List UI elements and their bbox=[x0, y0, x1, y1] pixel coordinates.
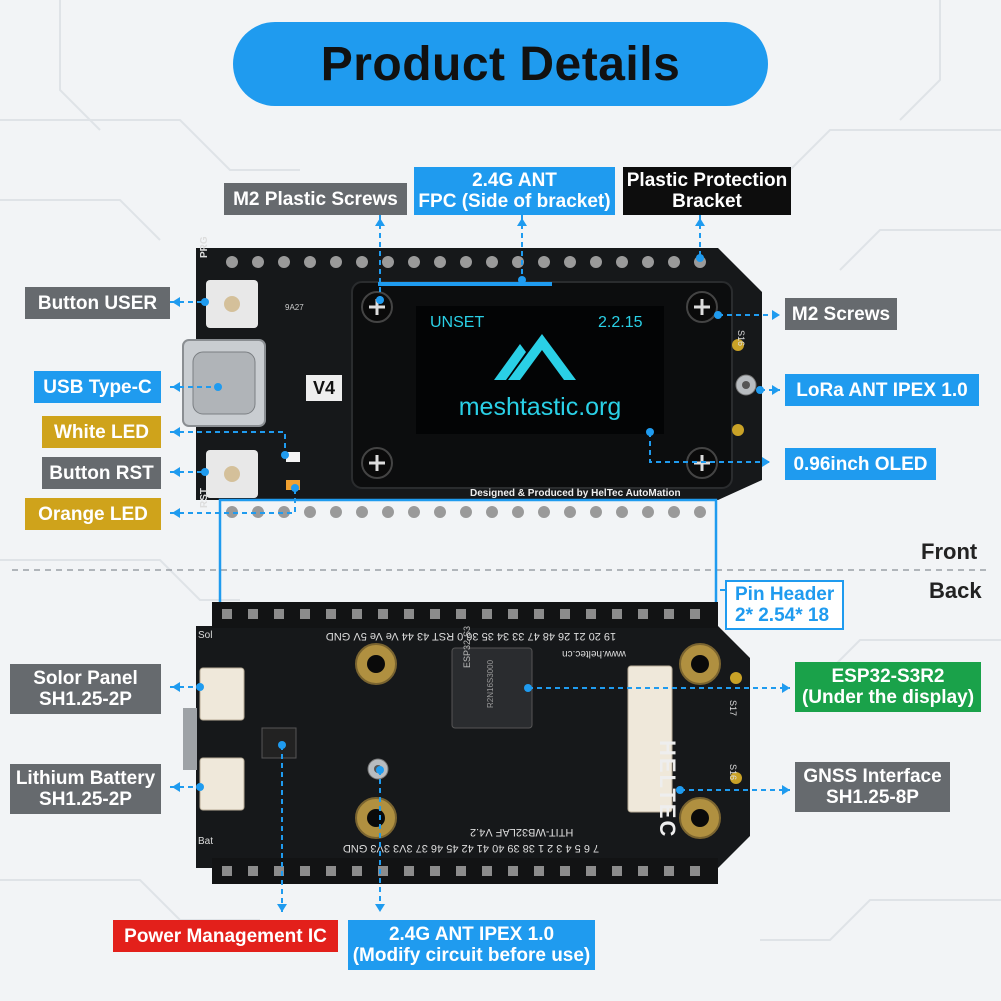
label-line: ESP32-S3R2 bbox=[831, 666, 945, 687]
oled-status: UNSET bbox=[430, 314, 485, 331]
label-line: 2.4G ANT bbox=[472, 170, 557, 191]
label-line: SH1.25-2P bbox=[39, 689, 132, 710]
label-line: GNSS Interface bbox=[803, 766, 942, 787]
chip-marking-2: R2N16S3000 bbox=[486, 659, 495, 708]
silk-s16-back: S16 bbox=[728, 764, 738, 781]
label-line: Solor Panel bbox=[33, 668, 138, 689]
silk-s17: S17 bbox=[728, 700, 738, 717]
label-m2-screws: M2 Screws bbox=[785, 298, 897, 330]
label-pin-header: Pin Header 2* 2.54* 18 bbox=[725, 580, 844, 630]
label-text: Button USER bbox=[37, 292, 158, 314]
label-line: 2.4G ANT IPEX 1.0 bbox=[388, 924, 555, 945]
label-plastic-bracket: Plastic Protection Bracket bbox=[623, 167, 791, 215]
front-top-pins bbox=[226, 256, 706, 268]
silk-bottom-pins: 7 6 5 4 3 2 1 38 39 40 41 42 45 46 37 3V… bbox=[342, 842, 600, 854]
page-title: Product Details bbox=[233, 22, 768, 106]
solar-connector bbox=[199, 667, 245, 721]
silk-version: V4 bbox=[306, 375, 342, 401]
chip-marking-1: ESP32-S3 bbox=[462, 625, 472, 668]
oled-screen bbox=[416, 306, 664, 434]
label-line: SH1.25-8P bbox=[826, 787, 919, 808]
label-text: Button RST bbox=[49, 462, 154, 484]
label-line: (Under the display) bbox=[801, 687, 975, 708]
label-esp32: ESP32-S3R2 (Under the display) bbox=[795, 662, 981, 712]
silk-brand: HELTEC bbox=[655, 740, 680, 839]
label-white-led: White LED bbox=[42, 416, 161, 448]
silk-9a27: 9A27 bbox=[285, 303, 304, 312]
meshtastic-logo-icon bbox=[508, 334, 576, 380]
battery-connector bbox=[199, 757, 245, 811]
label-orange-led: Orange LED bbox=[25, 498, 161, 530]
label-line: (Modify circuit before use) bbox=[352, 945, 591, 966]
label-text: 0.96inch OLED bbox=[793, 453, 928, 475]
label-2-4g-ant-ipex: 2.4G ANT IPEX 1.0 (Modify circuit before… bbox=[348, 920, 595, 970]
label-oled: 0.96inch OLED bbox=[785, 448, 936, 480]
silk-model: HTIT-WB32LAF V4.2 bbox=[470, 826, 574, 838]
label-button-rst: Button RST bbox=[42, 457, 161, 489]
silk-url: www.heltec.cn bbox=[562, 648, 626, 659]
label-gnss: GNSS Interface SH1.25-8P bbox=[795, 762, 950, 812]
label-text: USB Type-C bbox=[43, 376, 152, 398]
label-text: Power Management IC bbox=[124, 925, 327, 947]
label-pmic: Power Management IC bbox=[113, 920, 338, 952]
label-line: Lithium Battery bbox=[15, 768, 156, 789]
label-usb-type-c: USB Type-C bbox=[34, 371, 161, 403]
label-line: 2* 2.54* 18 bbox=[735, 605, 830, 626]
label-m2-plastic-screws: M2 Plastic Screws bbox=[224, 183, 407, 215]
label-line: Pin Header bbox=[735, 584, 835, 605]
back-label: Back bbox=[929, 578, 982, 603]
usb-c-back bbox=[183, 708, 197, 770]
silk-bat: Bat bbox=[198, 836, 214, 847]
label-text: Orange LED bbox=[38, 503, 148, 525]
pmic-chip bbox=[261, 727, 297, 759]
front-label: Front bbox=[921, 539, 978, 564]
label-lora-ant: LoRa ANT IPEX 1.0 bbox=[785, 374, 979, 406]
white-led bbox=[286, 452, 300, 462]
gnss-connector bbox=[627, 665, 673, 813]
silk-sol: Sol bbox=[198, 630, 213, 641]
label-line: FPC (Side of bracket) bbox=[418, 191, 611, 212]
label-text: White LED bbox=[54, 421, 149, 443]
label-solar-panel: Solor Panel SH1.25-2P bbox=[10, 664, 161, 714]
silk-footer: Designed & Produced by HelTec AutoMation bbox=[470, 488, 681, 499]
label-line: SH1.25-2P bbox=[39, 789, 132, 810]
label-text: M2 Plastic Screws bbox=[233, 188, 398, 210]
label-lithium-battery: Lithium Battery SH1.25-2P bbox=[10, 764, 161, 814]
oled-url: meshtastic.org bbox=[458, 393, 622, 421]
label-text: M2 Screws bbox=[791, 303, 891, 325]
label-button-user: Button USER bbox=[25, 287, 170, 319]
back-pcb bbox=[196, 626, 750, 868]
label-line: Bracket bbox=[672, 191, 742, 212]
label-text: LoRa ANT IPEX 1.0 bbox=[796, 379, 968, 401]
oled-version: 2.2.15 bbox=[598, 314, 643, 331]
label-line: Plastic Protection bbox=[626, 170, 788, 191]
label-2-4g-ant-fpc: 2.4G ANT FPC (Side of bracket) bbox=[414, 167, 615, 215]
